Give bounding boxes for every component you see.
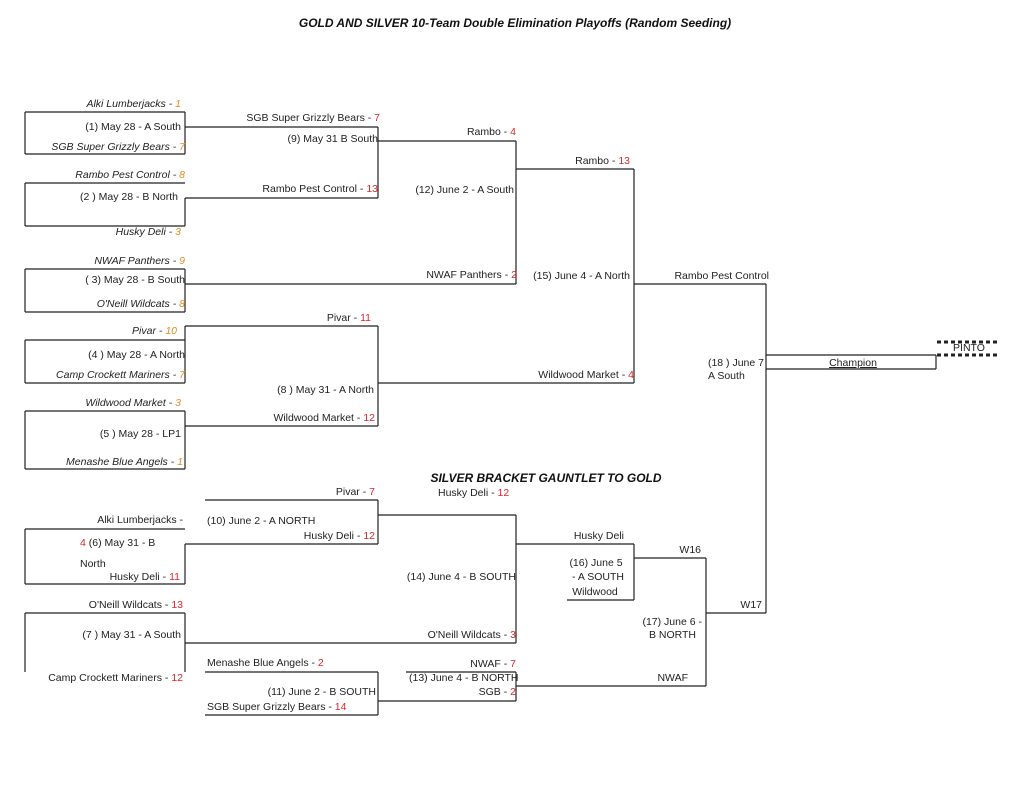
- g4-game-label: (4 ) May 28 - A North: [88, 349, 185, 361]
- g16-game-label-2: - A SOUTH: [572, 571, 624, 583]
- g7-game-label: (7 ) May 31 - A South: [82, 629, 181, 641]
- g8-top-team: Pivar - 11: [327, 312, 371, 324]
- g8-game-label: (8 ) May 31 - A North: [277, 384, 374, 396]
- g5-top-team: Wildwood Market - 3: [85, 397, 181, 409]
- g2-game-label: (2 ) May 28 - B North: [80, 191, 178, 203]
- g14-bottom-team: O'Neill Wildcats - 3: [428, 629, 517, 641]
- g10-game-label: (10) June 2 - A NORTH: [207, 515, 315, 527]
- g9-top-team: SGB Super Grizzly Bears - 7: [246, 112, 380, 124]
- g1-bottom-team: SGB Super Grizzly Bears - 7: [51, 141, 186, 153]
- g17-bottom-team: NWAF: [657, 672, 688, 684]
- g11-top-team: Menashe Blue Angels - 2: [207, 657, 324, 669]
- g15-top-team: Rambo - 13: [575, 155, 630, 167]
- g10-top-team: Pivar - 7: [336, 486, 375, 498]
- g12-top-team: Rambo - 4: [467, 126, 516, 138]
- silver-bracket-lines: [24, 499, 766, 716]
- g9-bottom-team: Rambo Pest Control - 13: [262, 183, 378, 195]
- g13-top-team: NWAF - 7: [470, 658, 516, 670]
- g2-top-team: Rambo Pest Control - 8: [75, 169, 185, 181]
- g15-bottom-team: Wildwood Market - 4: [538, 369, 634, 381]
- gold-bracket-lines: [24, 111, 937, 613]
- g6-top-team: Alki Lumberjacks -: [97, 514, 183, 526]
- g14-top-team: Husky Deli - 12: [438, 487, 509, 499]
- g11-game-label: (11) June 2 - B SOUTH: [268, 686, 376, 698]
- bracket-title: GOLD AND SILVER 10-Team Double Eliminati…: [299, 16, 731, 30]
- g17-game-label-2: B NORTH: [649, 629, 696, 641]
- g6-bottom-team: Husky Deli - 11: [110, 571, 181, 583]
- g5-game-label: (5 ) May 28 - LP1: [100, 428, 181, 440]
- g4-top-team: Pivar - 10: [132, 325, 177, 337]
- g10-bottom-team: Husky Deli - 12: [304, 530, 375, 542]
- g13-bottom-team: SGB - 2: [479, 686, 517, 698]
- g12-game-label: (12) June 2 - A South: [415, 184, 514, 196]
- g3-top-team: NWAF Panthers - 9: [94, 255, 185, 267]
- g8-bottom-team: Wildwood Market - 12: [273, 412, 375, 424]
- g18-game-label-1: (18 ) June 7: [708, 357, 764, 369]
- g16-bottom-team: Wildwood: [572, 586, 618, 598]
- g4-bottom-team: Camp Crockett Mariners - 7: [56, 369, 186, 381]
- g11-bottom-team: SGB Super Grizzly Bears - 14: [207, 701, 347, 713]
- g13-game-label: (13) June 4 - B NORTH: [409, 672, 519, 684]
- g7-top-team: O'Neill Wildcats - 13: [89, 599, 183, 611]
- silver-bracket-title: SILVER BRACKET GAUNTLET TO GOLD: [430, 471, 661, 485]
- g17-winner: W17: [740, 599, 762, 611]
- g17-game-label-1: (17) June 6 -: [642, 616, 702, 628]
- g3-game-label: ( 3) May 28 - B South: [85, 274, 185, 286]
- g14-game-label: (14) June 4 - B SOUTH: [407, 571, 516, 583]
- g7-bottom-team: Camp Crockett Mariners - 12: [48, 672, 183, 684]
- champion-label: Champion: [829, 357, 877, 369]
- g1-game-label: (1) May 28 - A South: [85, 121, 181, 133]
- g12-bottom-team: NWAF Panthers - 2: [426, 269, 517, 281]
- g16-game-label-1: (16) June 5: [569, 557, 622, 569]
- g18-top-team: Rambo Pest Control: [674, 270, 769, 282]
- g9-game-label: (9) May 31 B South: [288, 133, 379, 145]
- g3-bottom-team: O'Neill Wildcats - 8: [97, 298, 185, 310]
- g16-top-team: Husky Deli: [574, 530, 624, 542]
- g1-top-team: Alki Lumberjacks - 1: [85, 98, 181, 110]
- champion-name: PINTO: [953, 342, 985, 354]
- g18-game-label-2: A South: [708, 370, 745, 382]
- champion-box: PINTO: [937, 340, 1000, 357]
- g15-game-label: (15) June 4 - A North: [533, 270, 630, 282]
- g6-game-label-cont: North: [80, 558, 106, 570]
- g2-bottom-team: Husky Deli - 3: [116, 226, 182, 238]
- g6-game-label: 4 (6) May 31 - B: [80, 537, 155, 549]
- g5-bottom-team: Menashe Blue Angels - 1: [66, 456, 183, 468]
- g17-top-team: W16: [679, 544, 701, 556]
